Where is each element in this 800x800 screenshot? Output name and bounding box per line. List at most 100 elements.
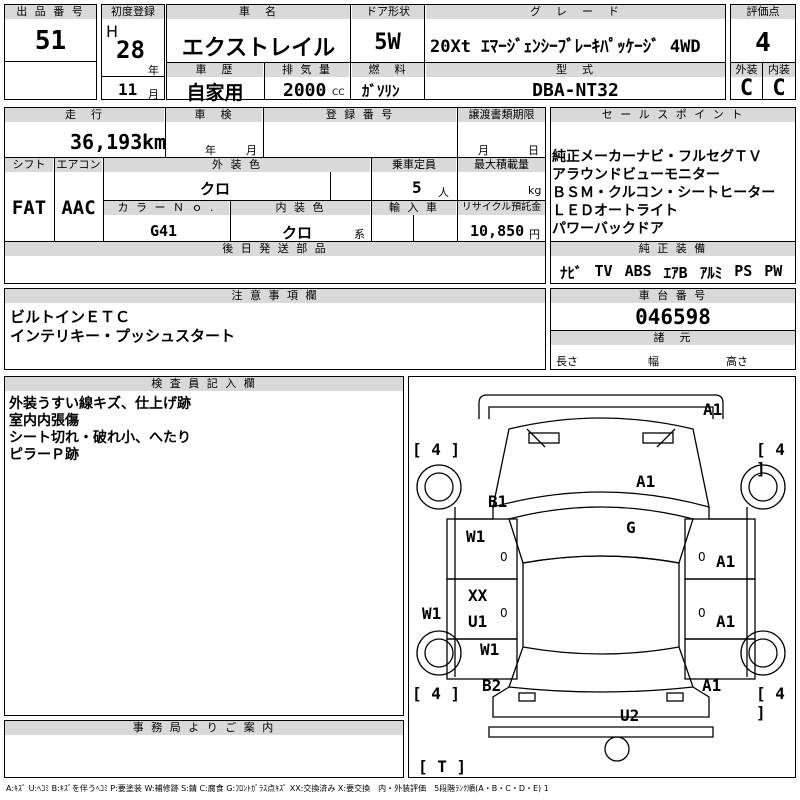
divider xyxy=(103,200,546,201)
tire-rl-label: [ 4 ] xyxy=(412,684,461,703)
divider xyxy=(350,4,351,62)
car-name-value: エクストレイル xyxy=(181,36,336,61)
model-header: 型 式 xyxy=(426,63,725,77)
chassis-box xyxy=(550,288,796,370)
zero-mark: 0 xyxy=(698,606,706,620)
damage-mark: G xyxy=(626,518,636,537)
divider xyxy=(457,107,458,157)
inspector-item: ピラーＰ跡 xyxy=(9,447,79,463)
divider xyxy=(424,4,425,100)
score-box xyxy=(730,4,796,100)
notes-header: 注 意 事 項 欄 xyxy=(5,289,545,303)
note-item: インテリキー・プッシュスタート xyxy=(10,327,236,345)
divider xyxy=(166,62,726,63)
shift-header: シフト xyxy=(5,158,53,172)
car-outline xyxy=(416,394,786,762)
damage-mark: W1 xyxy=(466,527,486,546)
notes-list: ビルトインＥＴＣ インテリキー・プッシュスタート xyxy=(10,308,235,346)
office-box xyxy=(4,720,404,778)
genuine-equip-header: 純 正 装 備 xyxy=(551,242,795,256)
divider xyxy=(550,330,796,331)
aircon-value: AAC xyxy=(61,197,96,219)
divider xyxy=(371,157,372,241)
divider xyxy=(4,241,546,242)
divider xyxy=(330,172,331,200)
equipment-list: ﾅﾋﾞ TV ABS ｴｱB ｱﾙﾐ PS PW xyxy=(560,262,782,283)
capacity-value: 5 xyxy=(412,178,422,197)
divider xyxy=(762,62,763,100)
damage-mark: A1 xyxy=(702,676,722,695)
damage-mark: B1 xyxy=(488,492,508,511)
sales-point-item: パワーバックドア xyxy=(552,221,664,237)
zero-mark: 0 xyxy=(500,606,508,620)
zero-mark: 0 xyxy=(500,550,508,564)
capacity-header: 乗車定員 xyxy=(372,158,456,172)
history-header: 車 歴 xyxy=(167,63,263,77)
damage-mark: A1 xyxy=(636,472,656,491)
chassis-value: 046598 xyxy=(635,305,711,329)
divider xyxy=(101,76,165,77)
sales-point-list: 純正メーカーナビ・フルセグＴＶ アラウンドビューモニター ＢＳＭ・クルコン・シー… xyxy=(552,148,775,238)
car-name-header: 車 名 xyxy=(167,5,350,19)
ext-color-value: クロ xyxy=(200,180,231,198)
divider xyxy=(4,61,97,62)
interior-header: 内装 xyxy=(763,63,795,77)
import-header: 輸 入 車 xyxy=(372,201,456,215)
damage-mark: W1 xyxy=(480,640,500,659)
transfer-month: 月 xyxy=(478,144,489,157)
divider xyxy=(457,157,458,241)
equipment-item: PW xyxy=(764,262,783,280)
inspection-header: 車 検 xyxy=(166,108,262,122)
sales-point-item: アラウンドビューモニター xyxy=(552,167,720,183)
shift-value: FAT xyxy=(11,197,47,219)
color-no-value: G41 xyxy=(150,222,178,240)
sales-point-box xyxy=(550,107,796,284)
inspector-item: シート切れ・破れ小、へたり xyxy=(9,430,191,446)
max-load-header: 最大積載量 xyxy=(458,158,545,172)
divider xyxy=(413,215,414,241)
recycle-unit: 円 xyxy=(529,228,540,241)
exterior-value: C xyxy=(739,76,754,101)
first-reg-header: 初度登録 xyxy=(102,5,164,19)
specs-header: 諸 元 xyxy=(551,331,795,345)
month-value: 11 xyxy=(118,80,138,99)
history-value: 自家用 xyxy=(186,82,244,104)
mileage-value: 36,193 xyxy=(70,130,143,154)
height-label: 高さ xyxy=(726,355,748,368)
doors-value: 5W xyxy=(374,30,401,55)
spare-label: [ T ] xyxy=(418,757,467,776)
damage-mark: U1 xyxy=(468,612,488,631)
inspector-item: 外装うすい線キズ、仕上げ跡 xyxy=(9,396,191,412)
damage-mark: A1 xyxy=(703,400,723,419)
fuel-value: ｶﾞｿﾘﾝ xyxy=(362,82,400,100)
damage-mark: U2 xyxy=(620,706,640,725)
insp-year: 年 xyxy=(205,144,216,157)
divider xyxy=(103,157,104,241)
int-color-value: クロ xyxy=(282,224,313,242)
lot-value: 51 xyxy=(34,26,67,56)
displacement-value: 2000 xyxy=(283,80,327,101)
tire-fl-label: [ 4 ] xyxy=(412,440,461,459)
int-color-header: 内 装 色 xyxy=(231,201,370,215)
equipment-item: TV xyxy=(594,262,613,280)
load-unit: kg xyxy=(528,184,542,197)
tire-rr-label: [ 4 ] xyxy=(756,684,785,722)
interior-value: C xyxy=(772,76,786,101)
equipment-item: ABS xyxy=(624,262,652,280)
aircon-header: エアコン xyxy=(55,158,102,172)
sales-point-item: ＢＳＭ・クルコン・シートヒーター xyxy=(552,185,776,201)
sales-point-item: 純正メーカーナビ・フルセグＴＶ xyxy=(552,149,762,165)
car-box xyxy=(166,4,726,100)
score-value: 4 xyxy=(755,28,771,58)
zero-mark: 0 xyxy=(698,550,706,564)
displacement-header: 排 気 量 xyxy=(265,63,349,77)
ext-color-header: 外 装 色 xyxy=(104,158,370,172)
year-value: 28 xyxy=(116,36,145,64)
inspector-item: 室内内張傷 xyxy=(9,413,79,429)
mileage-unit: km xyxy=(142,130,167,154)
damage-mark: W1 xyxy=(422,604,442,623)
month-unit: 月 xyxy=(148,88,159,101)
damage-mark: XX xyxy=(468,586,488,605)
divider xyxy=(550,241,796,242)
inspector-list: 外装うすい線キズ、仕上げ跡 室内内張傷 シート切れ・破れ小、へたり ピラーＰ跡 xyxy=(9,396,191,464)
